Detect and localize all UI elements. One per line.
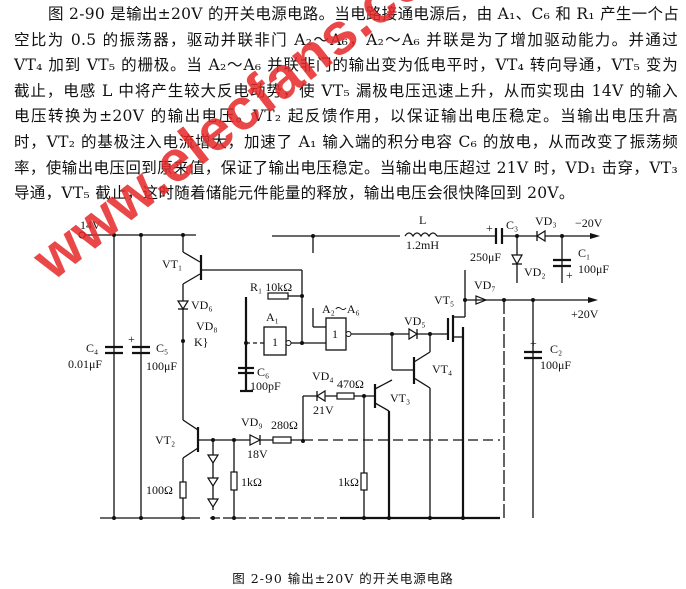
diode-icon bbox=[206, 477, 220, 488]
transistor-collector bbox=[413, 377, 431, 389]
inductor-icon bbox=[404, 232, 438, 238]
resistor-1k-a-icon bbox=[230, 471, 238, 491]
c2-label: C₂ bbox=[550, 342, 562, 356]
junction bbox=[362, 516, 366, 520]
junction bbox=[461, 516, 465, 520]
r280-label: 280Ω bbox=[271, 418, 298, 432]
a2a6-label: A₂～A₆ bbox=[322, 302, 360, 316]
junction bbox=[428, 516, 432, 520]
vd9-value: 18V bbox=[247, 447, 268, 461]
transistor-emitter bbox=[182, 273, 201, 285]
vt4-label: VT₄ bbox=[432, 362, 452, 376]
junction bbox=[301, 439, 305, 443]
a1-label: A₁ bbox=[266, 310, 279, 324]
vt3-label: VT₃ bbox=[390, 391, 410, 405]
c3-plus: + bbox=[486, 221, 493, 235]
paragraph-line: 图 2-90 是输出±20V 的开关电源电路。当电路接通电源后，由 A₁、C₆ … bbox=[48, 5, 680, 23]
a1-gate-symbol: 1 bbox=[272, 335, 278, 349]
diode-vd5-icon bbox=[408, 327, 419, 341]
diode-vd6-icon bbox=[176, 300, 190, 311]
r1k-b-label: 1kΩ bbox=[338, 475, 359, 489]
zener-vd9-icon bbox=[249, 434, 262, 446]
c6-value: 100pF bbox=[250, 379, 281, 393]
diode-vd3-icon bbox=[535, 229, 546, 243]
paragraph-line: 率，使输出电压回到原来值，保证了输出电压稳定。当输出电压超过 21V 时，VD₁… bbox=[14, 158, 678, 177]
paragraph-line: 导通，VT₅ 截止，这时随着储能元件能量的释放，输出电压会很快降回到 20V。 bbox=[14, 184, 575, 203]
c4-label: C₄ bbox=[86, 341, 98, 355]
c2-plus: + bbox=[530, 336, 537, 350]
transistor-emitter bbox=[374, 402, 390, 412]
junction bbox=[112, 516, 116, 520]
vd2-label: VD₂ bbox=[524, 265, 546, 279]
vd3-label: VD₃ bbox=[535, 214, 557, 228]
junction bbox=[181, 339, 185, 343]
c5-plus: + bbox=[128, 332, 135, 346]
paragraph-line: 空比为 0.5 的振荡器，驱动并联非门 A₂～A₆，A₂～A₆ 并联是为了增加驱… bbox=[14, 30, 678, 49]
junction bbox=[244, 341, 248, 345]
pos-output-label: +20V bbox=[571, 307, 599, 321]
transistor-vt2-icon bbox=[182, 419, 199, 431]
vd6-label: VD₆ bbox=[191, 298, 213, 312]
r100-label: 100Ω bbox=[146, 483, 173, 497]
vd7-label: VD₇ bbox=[474, 278, 496, 292]
resistor-470-icon bbox=[336, 392, 355, 400]
r1-label: R₁ 10kΩ bbox=[250, 280, 292, 294]
junction bbox=[232, 516, 236, 520]
junction bbox=[300, 294, 304, 298]
vt1-label: VT₁ bbox=[162, 257, 182, 271]
diode-icon bbox=[206, 498, 220, 509]
transistor-emitter bbox=[413, 351, 431, 363]
resistor-r1-icon bbox=[267, 292, 289, 300]
c5-value: 100μF bbox=[146, 359, 177, 373]
c4-value: 0.01μF bbox=[68, 357, 102, 371]
diode-vd4-icon bbox=[315, 389, 326, 403]
vd8-label: VD₈ bbox=[196, 319, 218, 333]
inductor-value: 1.2mH bbox=[406, 238, 439, 252]
c2-value: 100μF bbox=[540, 358, 571, 372]
c1-plus: + bbox=[566, 268, 573, 282]
transistor-emitter bbox=[182, 447, 199, 459]
vd9-label: VD₉ bbox=[241, 415, 263, 429]
body-paragraph: 图 2-90 是输出±20V 的开关电源电路。当电路接通电源后，由 A₁、C₆ … bbox=[14, 2, 680, 207]
gate-bubble bbox=[345, 331, 352, 337]
paragraph-line: 时，VT₂ 的基极注入电流增大，加速了 A₁ 输入端的积分电容 C₆ 的放电，从… bbox=[14, 132, 678, 151]
c1-label: C₁ bbox=[578, 246, 590, 260]
paragraph-line: 电压转换为±20V 的输出电压。VT₂ 起反馈作用，以保证输出电压稳定。当输出电… bbox=[14, 107, 678, 126]
transistor-vt1-icon bbox=[182, 251, 201, 263]
r470-label: 470Ω bbox=[337, 377, 364, 391]
paragraph-line: 截止，电感 L 中将产生较大反电动势，使 VT₅ 漏极电压迅速上升，从而实现由 … bbox=[14, 81, 678, 100]
figure-caption: 图 2-90 输出±20V 的开关电源电路 bbox=[232, 571, 454, 586]
neg-output-label: −20V bbox=[575, 216, 603, 230]
resistor-1k-b-icon bbox=[360, 472, 368, 491]
transistor-collector bbox=[374, 379, 393, 390]
vd8-mark: K} bbox=[194, 335, 208, 349]
input-voltage-label: 14V bbox=[80, 218, 101, 232]
c3-value: 250μF bbox=[470, 250, 501, 264]
resistor-280-icon bbox=[272, 436, 292, 444]
c3-label: C₃ bbox=[506, 218, 518, 232]
arrow-icon bbox=[588, 297, 598, 303]
c1-value: 100μF bbox=[578, 262, 609, 276]
gate-a1-icon bbox=[263, 326, 287, 356]
c6-label: C₆ bbox=[257, 365, 269, 379]
resistor-100-icon bbox=[179, 481, 187, 499]
vd4-label: VD₄ bbox=[312, 369, 334, 383]
gate-bubble bbox=[285, 340, 292, 346]
arrow-icon bbox=[590, 233, 600, 239]
vd5-label: VD₅ bbox=[404, 314, 426, 328]
c5-label: C₅ bbox=[156, 341, 168, 355]
vd4-value: 21V bbox=[313, 403, 334, 417]
vt5-label: VT₅ bbox=[434, 293, 454, 307]
diode-vd2-icon bbox=[510, 254, 524, 266]
junction bbox=[139, 516, 143, 520]
a2a6-gate-symbol: 1 bbox=[332, 327, 338, 341]
paragraph-line: VT₄ 加到 VT₅ 的栅极。当 A₂～A₆ 并联非门的输出变为低电平时，VT₄… bbox=[14, 56, 678, 75]
junction bbox=[181, 516, 185, 520]
r1k-a-label: 1kΩ bbox=[241, 475, 262, 489]
diode-icon bbox=[206, 454, 220, 465]
junction bbox=[387, 516, 391, 520]
vt2-label: VT₂ bbox=[155, 433, 175, 447]
inductor-label: L bbox=[419, 213, 426, 227]
junction bbox=[211, 516, 215, 520]
